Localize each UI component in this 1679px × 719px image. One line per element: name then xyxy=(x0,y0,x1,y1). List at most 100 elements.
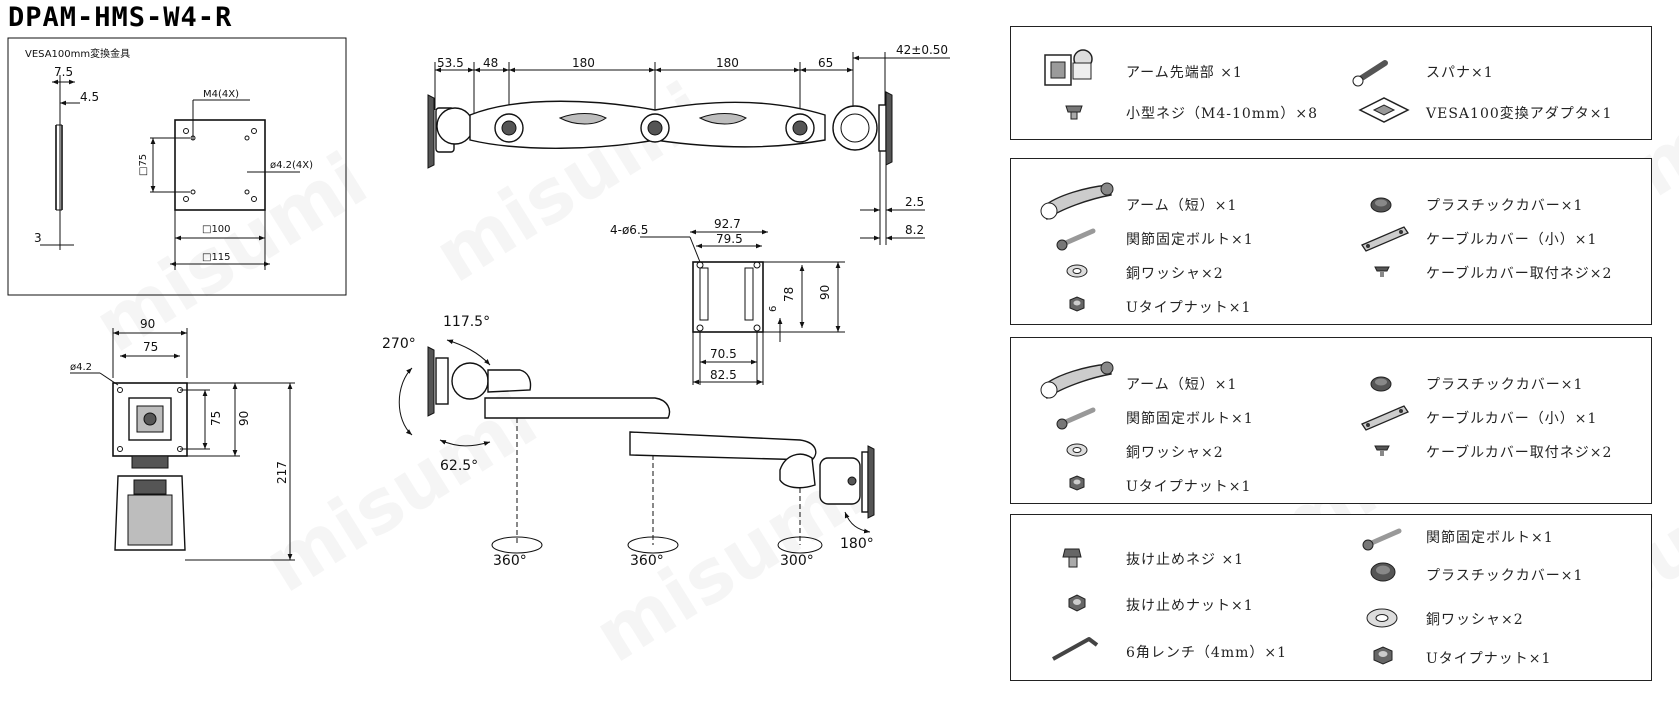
kit-item-label: 銅ワッシャ×2 xyxy=(1126,266,1224,282)
kit-box-3: アーム（短）×1 プラスチックカバー×1 関節固定ボルト×1 ケーブルカバー（小… xyxy=(1010,337,1652,504)
joint-bolt-icon xyxy=(1056,407,1096,430)
vesa-adapter-drawing: VESA100mm変換金具 7.5 4.5 3 M4(4X) □75 ø4.2(… xyxy=(7,37,347,296)
dim-92-7: 92.7 xyxy=(714,217,741,231)
mount-bracket-drawing: 4-ø6.5 92.7 79.5 90 78 6 70.5 82.5 xyxy=(610,217,845,385)
kit-item-label: Uタイプナット×1 xyxy=(1126,479,1252,495)
cable-cover-icon xyxy=(1361,226,1409,252)
top-view-dims: 53.5 48 180 180 65 42±0.50 2.5 8.2 xyxy=(434,43,950,245)
dim-65: 65 xyxy=(818,56,833,70)
arm-top-view-drawing: 53.5 48 180 180 65 42±0.50 2.5 8.2 xyxy=(427,43,950,245)
product-title: DPAM-HMS-W4-R xyxy=(8,2,233,33)
short-arm-icon xyxy=(1040,182,1114,221)
dim-2-5: 2.5 xyxy=(905,195,924,209)
dim-79-5: 79.5 xyxy=(716,232,743,246)
dim-bracket-holes: 4-ø6.5 xyxy=(610,223,648,237)
vesa-plate xyxy=(174,119,266,211)
plastic-cover-icon xyxy=(1370,197,1392,213)
dim-8-2: 8.2 xyxy=(905,223,924,237)
dim-78: 78 xyxy=(782,287,796,302)
kit-item-label: アーム（短）×1 xyxy=(1126,198,1238,214)
short-arm-icon xyxy=(1040,361,1114,400)
copper-washer-icon xyxy=(1366,608,1398,628)
dim-48: 48 xyxy=(483,56,498,70)
joint-bolt-icon xyxy=(1362,528,1402,551)
angle-62-5: 62.5° xyxy=(440,458,478,474)
spanner-icon xyxy=(1352,60,1388,87)
dim-180-a: 180 xyxy=(572,56,595,70)
dim-clamp-90: 90 xyxy=(140,317,155,331)
kit-item-label: ケーブルカバー取付ネジ×2 xyxy=(1426,266,1613,282)
kit-item-label: プラスチックカバー×1 xyxy=(1426,377,1584,393)
kit-item-label: 関節固定ボルト×1 xyxy=(1126,232,1254,248)
dim-clamp-h90: 90 xyxy=(237,411,251,426)
retaining-nut-icon xyxy=(1068,594,1086,612)
angle-270: 270° xyxy=(382,336,416,352)
copper-washer-icon xyxy=(1066,443,1088,457)
dim-sq115: □115 xyxy=(202,252,231,263)
kit-item-label: スパナ×1 xyxy=(1426,65,1494,81)
angle-117-5: 117.5° xyxy=(443,314,490,330)
dim-m4: M4(4X) xyxy=(203,89,239,100)
angle-300: 300° xyxy=(780,553,814,569)
retaining-screw-icon xyxy=(1062,548,1082,568)
kit-item-label: ケーブルカバー（小）×1 xyxy=(1426,411,1598,427)
dim-90: 90 xyxy=(818,285,832,300)
dim-sq100: □100 xyxy=(202,224,231,235)
cable-cover-screw-icon xyxy=(1374,445,1390,456)
arm-tip-icon xyxy=(1044,49,1093,86)
dim-hole: ø4.2(4X) xyxy=(270,160,313,171)
kit-item-label: ケーブルカバー（小）×1 xyxy=(1426,232,1598,248)
dim-6: 6 xyxy=(768,306,779,312)
kit-item-label: VESA100変換アダプタ×1 xyxy=(1426,106,1613,122)
copper-washer-icon xyxy=(1066,264,1088,278)
vesa-panel-frame xyxy=(7,37,347,296)
plastic-cover-icon xyxy=(1370,376,1392,392)
small-screw-icon xyxy=(1065,105,1083,120)
dim-82-5: 82.5 xyxy=(710,368,737,382)
kit-item-label: 銅ワッシャ×2 xyxy=(1426,612,1524,628)
u-nut-icon xyxy=(1373,646,1393,665)
technical-drawings: VESA100mm変換金具 7.5 4.5 3 M4(4X) □75 ø4.2(… xyxy=(7,37,950,569)
kit-box-2: アーム（短）×1 プラスチックカバー×1 関節固定ボルト×1 ケーブルカバー（小… xyxy=(1010,158,1652,325)
kit-item-label: 抜け止めネジ ×1 xyxy=(1126,552,1245,568)
kit-item-label: Uタイプナット×1 xyxy=(1426,651,1552,667)
plastic-cover-icon xyxy=(1370,562,1396,582)
u-nut-icon xyxy=(1069,296,1085,312)
vesa-panel-label: VESA100mm変換金具 xyxy=(25,47,130,60)
kit-item-label: プラスチックカバー×1 xyxy=(1426,198,1584,214)
dim-180-b: 180 xyxy=(716,56,739,70)
kit-item-label: 関節固定ボルト×1 xyxy=(1126,411,1254,427)
kit-box-1: アーム先端部 ×1 スパナ×1 小型ネジ（M4-10mm）×8 VESA100変… xyxy=(1010,26,1652,140)
dim-sq75: □75 xyxy=(138,154,149,176)
cable-cover-icon xyxy=(1361,405,1409,431)
vesa-adapter-icon xyxy=(1358,97,1410,123)
dim-clamp-h217: 217 xyxy=(275,461,289,484)
dim-53-5: 53.5 xyxy=(437,56,464,70)
desk-clamp-drawing: 90 75 ø4.2 75 90 217 xyxy=(70,317,295,561)
kit-item-label: アーム先端部 ×1 xyxy=(1126,65,1243,81)
hex-wrench-icon xyxy=(1052,637,1099,661)
kit-item-label: 銅ワッシャ×2 xyxy=(1126,445,1224,461)
cable-cover-screw-icon xyxy=(1374,266,1390,277)
kit-box-4: 関節固定ボルト×1 抜け止めネジ ×1 プラスチックカバー×1 抜け止めナット×… xyxy=(1010,514,1652,681)
kit-item-label: 6角レンチ（4mm）×1 xyxy=(1126,645,1288,661)
kit-item-label: 小型ネジ（M4-10mm）×8 xyxy=(1126,106,1318,122)
kit-item-label: 関節固定ボルト×1 xyxy=(1426,530,1554,546)
u-nut-icon xyxy=(1069,475,1085,491)
angle-360-a: 360° xyxy=(493,553,527,569)
kit-item-label: ケーブルカバー取付ネジ×2 xyxy=(1426,445,1613,461)
joint-bolt-icon xyxy=(1056,228,1096,251)
dim-clamp-hole: ø4.2 xyxy=(70,362,92,373)
angle-360-b: 360° xyxy=(630,553,664,569)
dim-70-5: 70.5 xyxy=(710,347,737,361)
angle-180: 180° xyxy=(840,536,874,552)
dim-3: 3 xyxy=(34,231,42,245)
dim-7-5: 7.5 xyxy=(54,65,73,79)
dim-clamp-h75: 75 xyxy=(209,411,223,426)
kit-item-label: 抜け止めナット×1 xyxy=(1126,598,1254,614)
dim-42: 42±0.50 xyxy=(896,43,948,57)
arm-side-view-drawing: 270° 117.5° 62.5° 360° 360° 300° 180° xyxy=(382,314,875,569)
dim-clamp-75: 75 xyxy=(143,340,158,354)
kit-item-label: Uタイプナット×1 xyxy=(1126,300,1252,316)
kit-item-label: プラスチックカバー×1 xyxy=(1426,568,1584,584)
